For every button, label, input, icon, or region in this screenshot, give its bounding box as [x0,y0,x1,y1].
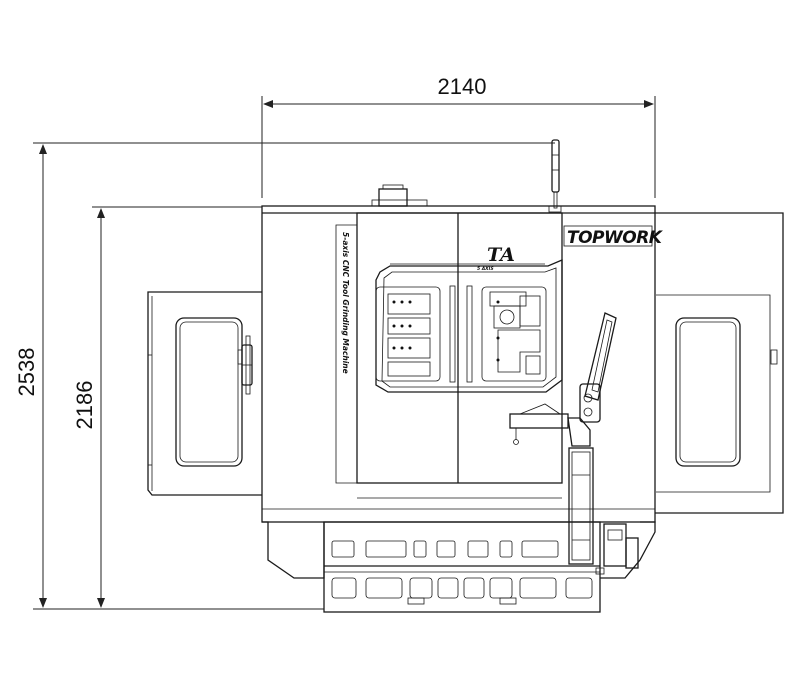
left-fixture [387,293,431,377]
brand-logo: TOPWORK [563,225,664,248]
side-text: 5-axis CNC Tool Grinding Machine [341,232,350,374]
control-pendant [509,312,617,447]
model-badge: TA 5 AXIS [477,244,515,272]
dimension-width-label: 2140 [438,74,487,99]
left-door-handle [237,335,253,395]
dimension-width: 2140 [261,74,656,198]
grinding-head [489,291,541,375]
side-text-strip: 5-axis CNC Tool Grinding Machine [335,224,358,484]
signal-tower [548,139,562,213]
model-sub-label: 5 AXIS [477,266,494,272]
dimension-total-height-label: 2538 [14,348,39,397]
brand-label: TOPWORK [567,228,664,248]
machine-base [262,521,656,613]
dimension-total-height: 2538 [14,142,555,610]
right-side-panel [655,212,784,514]
left-side-panel [147,291,262,496]
coolant-column [568,447,639,569]
dimension-body-height: 2186 [72,206,262,608]
door-window [375,259,563,393]
model-label: TA [487,244,515,266]
dimension-body-height-label: 2186 [72,381,97,430]
